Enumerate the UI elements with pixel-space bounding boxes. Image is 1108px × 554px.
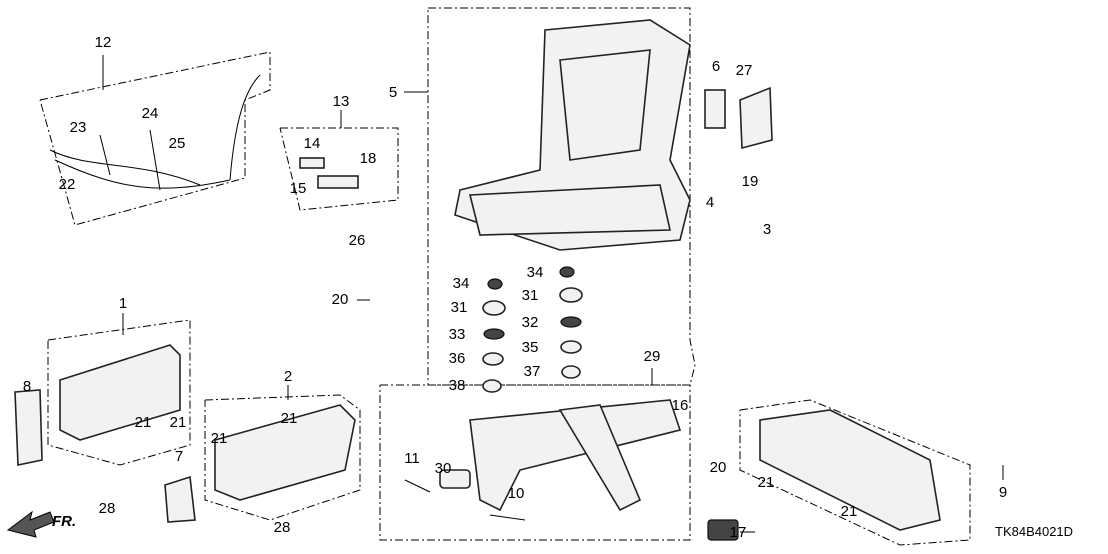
callout-29: 29 xyxy=(644,348,661,365)
callout-15: 15 xyxy=(290,180,307,197)
front-arrow-icon xyxy=(6,510,55,538)
front-label: FR. xyxy=(52,513,76,530)
callout-20: 20 xyxy=(332,291,349,308)
callout-7: 7 xyxy=(175,448,183,465)
callout-28: 28 xyxy=(99,500,116,517)
callout-1: 1 xyxy=(119,295,127,312)
callout-13: 13 xyxy=(333,93,350,110)
callout-21: 21 xyxy=(170,414,187,431)
callout-25: 25 xyxy=(169,135,186,152)
callout-11: 11 xyxy=(404,450,420,467)
callout-14: 14 xyxy=(304,135,321,152)
callout-33: 33 xyxy=(449,326,466,343)
callout-32: 32 xyxy=(522,314,539,331)
front-arrow: FR. xyxy=(6,510,76,538)
callout-38: 38 xyxy=(449,377,466,394)
callout-21: 21 xyxy=(281,410,298,427)
callout-28: 28 xyxy=(274,519,291,536)
callout-34: 34 xyxy=(527,264,544,281)
callout-8: 8 xyxy=(23,378,31,395)
callout-21: 21 xyxy=(211,430,228,447)
callout-37: 37 xyxy=(524,363,541,380)
callout-20: 20 xyxy=(710,459,727,476)
callout-35: 35 xyxy=(522,339,539,356)
callout-21: 21 xyxy=(758,474,775,491)
callout-34: 34 xyxy=(453,275,470,292)
callout-22: 22 xyxy=(59,176,76,193)
callout-9: 9 xyxy=(999,484,1007,501)
callout-21: 21 xyxy=(135,414,152,431)
callout-2: 2 xyxy=(284,368,292,385)
callout-12: 12 xyxy=(95,34,112,51)
callout-24: 24 xyxy=(142,105,159,122)
callout-21: 21 xyxy=(841,503,858,520)
callout-4: 4 xyxy=(706,194,714,211)
callout-3: 3 xyxy=(763,221,771,238)
callout-31: 31 xyxy=(522,287,539,304)
callout-30: 30 xyxy=(435,460,452,477)
callout-26: 26 xyxy=(349,232,366,249)
callout-18: 18 xyxy=(360,150,377,167)
callout-16: 16 xyxy=(672,397,689,414)
callout-17: 17 xyxy=(730,524,747,541)
callout-5: 5 xyxy=(389,84,397,101)
callout-6: 6 xyxy=(712,58,720,75)
callout-23: 23 xyxy=(70,119,87,136)
callout-27: 27 xyxy=(736,62,753,79)
callout-19: 19 xyxy=(742,173,759,190)
parts xyxy=(14,19,941,541)
leader-lines xyxy=(102,55,1004,533)
diagram-code: TK84B4021D xyxy=(995,524,1074,539)
callout-31: 31 xyxy=(451,299,468,316)
callout-36: 36 xyxy=(449,350,466,367)
callout-10: 10 xyxy=(508,485,525,502)
